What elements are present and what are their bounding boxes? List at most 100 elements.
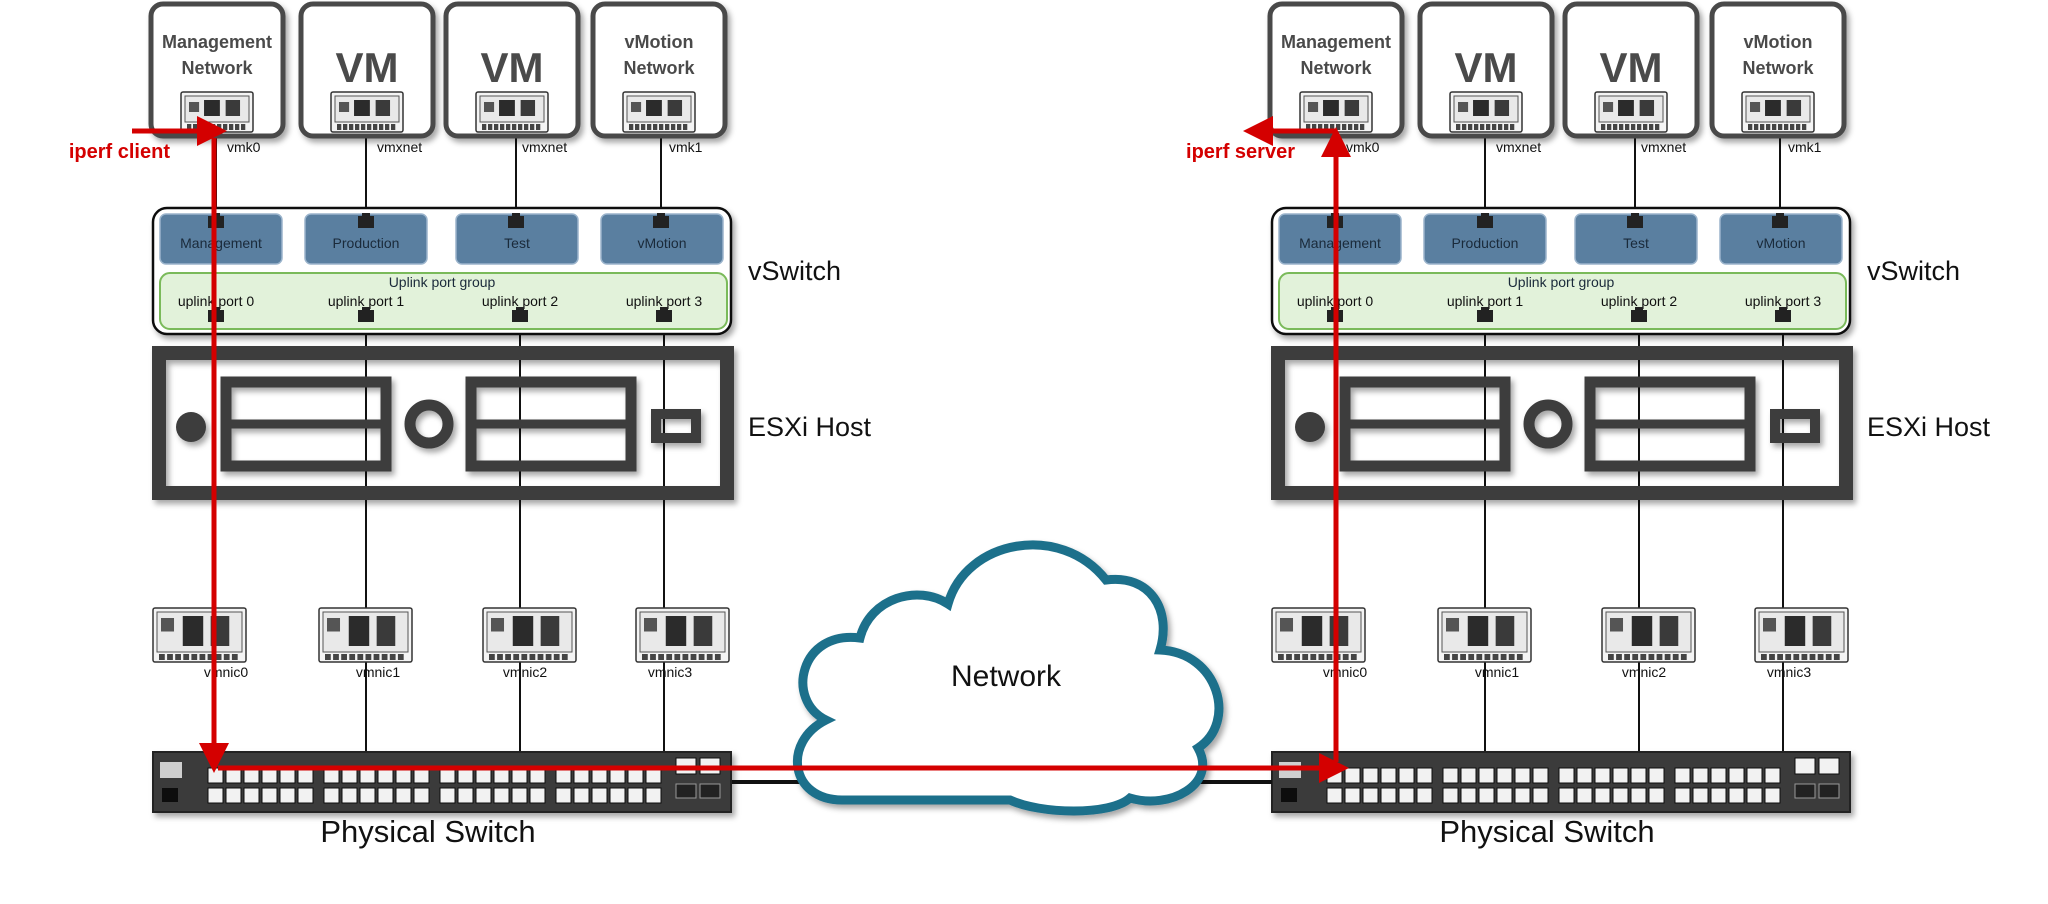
vmnic-label: vmnic2 bbox=[503, 664, 548, 680]
uplink-port-label: uplink port 1 bbox=[328, 293, 404, 309]
vswitch-label: vSwitch bbox=[1867, 256, 1960, 286]
uplink-port-icon bbox=[1477, 307, 1493, 322]
vmnic-icon bbox=[635, 607, 730, 663]
uplink-group-label: Uplink port group bbox=[389, 274, 496, 290]
vm-box-2: VM vmxnet bbox=[1417, 1, 1555, 155]
vnic-icon bbox=[1299, 91, 1373, 133]
vmnic-label: vmnic0 bbox=[1323, 664, 1368, 680]
switch-label: Physical Switch bbox=[1439, 814, 1654, 849]
port-icon bbox=[1772, 213, 1788, 228]
vm-box-2: VM vmxnet bbox=[298, 1, 436, 155]
vnic-icon bbox=[1594, 91, 1668, 133]
physical-switch bbox=[152, 751, 732, 813]
vmnic-icon bbox=[1601, 607, 1696, 663]
vmnic-label: vmnic3 bbox=[1767, 664, 1812, 680]
box-title: VM bbox=[1600, 44, 1663, 91]
vm-box-3: VM vmxnet bbox=[1562, 1, 1700, 155]
box-title-line1: Management bbox=[1281, 32, 1391, 52]
esxi-label: ESXi Host bbox=[1867, 412, 1991, 442]
vnic-label: vmxnet bbox=[522, 139, 567, 155]
uplink-port-icon bbox=[1775, 307, 1791, 322]
vnic-label: vmk0 bbox=[1346, 139, 1380, 155]
port-group-label: Production bbox=[333, 235, 400, 251]
iperf-label: iperf server bbox=[1186, 141, 1295, 163]
vmnic-icon bbox=[1437, 607, 1532, 663]
box-title-line2: Network bbox=[181, 58, 253, 78]
iperf-path bbox=[132, 116, 1351, 783]
vmnic-label: vmnic3 bbox=[648, 664, 693, 680]
uplink-port-icon bbox=[1631, 307, 1647, 322]
port-group-label: Production bbox=[1452, 235, 1519, 251]
vnic-label: vmxnet bbox=[1641, 139, 1686, 155]
vswitch-label: vSwitch bbox=[748, 256, 841, 286]
vnic-label: vmk0 bbox=[227, 139, 261, 155]
port-group-production: Production bbox=[304, 213, 428, 265]
port-group-label: vMotion bbox=[1756, 235, 1805, 251]
esxi-label: ESXi Host bbox=[748, 412, 872, 442]
vmnic-label: vmnic1 bbox=[356, 664, 401, 680]
vnic-icon bbox=[622, 91, 696, 133]
iperf-label: iperf client bbox=[69, 141, 170, 163]
port-group-label: vMotion bbox=[637, 235, 686, 251]
port-group-vmotion: vMotion bbox=[1719, 213, 1843, 265]
uplink-port-icon bbox=[358, 307, 374, 322]
port-group-label: Test bbox=[1623, 235, 1649, 251]
box-title-line1: Management bbox=[162, 32, 272, 52]
port-group-label: Test bbox=[504, 235, 530, 251]
vmnic-label: vmnic1 bbox=[1475, 664, 1520, 680]
port-group-management: Management bbox=[1278, 213, 1402, 265]
uplink-port-icon bbox=[656, 307, 672, 322]
port-group-management: Management bbox=[159, 213, 283, 265]
port-group-label: Management bbox=[180, 235, 262, 251]
vnic-label: vmxnet bbox=[1496, 139, 1541, 155]
vnic-icon bbox=[1741, 91, 1815, 133]
port-icon bbox=[508, 213, 524, 228]
vnic-label: vmk1 bbox=[1788, 139, 1822, 155]
port-group-test: Test bbox=[455, 213, 579, 265]
port-icon bbox=[653, 213, 669, 228]
vnic-label: vmxnet bbox=[377, 139, 422, 155]
vnic-icon bbox=[1449, 91, 1523, 133]
box-title: VM bbox=[481, 44, 544, 91]
box-title-line2: Network bbox=[1742, 58, 1814, 78]
box-title-line2: Network bbox=[1300, 58, 1372, 78]
uplink-group-label: Uplink port group bbox=[1508, 274, 1615, 290]
uplink-port-label: uplink port 3 bbox=[626, 293, 702, 309]
box-title-line1: vMotion bbox=[1744, 32, 1813, 52]
switch-label: Physical Switch bbox=[320, 814, 535, 849]
vmnic-label: vmnic0 bbox=[204, 664, 249, 680]
box-title-line1: vMotion bbox=[625, 32, 694, 52]
vmnic-label: vmnic2 bbox=[1622, 664, 1667, 680]
port-group-production: Production bbox=[1423, 213, 1547, 265]
vmnic-icon bbox=[318, 607, 413, 663]
cloud-label: Network bbox=[951, 660, 1062, 693]
vmnic-icon bbox=[1754, 607, 1849, 663]
esxi-host bbox=[152, 346, 734, 500]
esxi-host bbox=[1271, 346, 1853, 500]
vmnic-icon bbox=[1271, 607, 1366, 663]
box-title: VM bbox=[336, 44, 399, 91]
port-group-label: Management bbox=[1299, 235, 1381, 251]
port-icon bbox=[1627, 213, 1643, 228]
vmnic-icon bbox=[482, 607, 577, 663]
uplink-port-label: uplink port 1 bbox=[1447, 293, 1523, 309]
box-title-line2: Network bbox=[623, 58, 695, 78]
vmnic-icon bbox=[152, 607, 247, 663]
port-icon bbox=[1477, 213, 1493, 228]
host-left: ManagementNetworkvmk0VMvmxnetVMvmxnetvMo… bbox=[69, 1, 872, 849]
host-right: ManagementNetworkvmk0VMvmxnetVMvmxnetvMo… bbox=[1186, 1, 1991, 849]
vm-box-3: VM vmxnet bbox=[443, 1, 581, 155]
port-group-test: Test bbox=[1574, 213, 1698, 265]
uplink-port-label: uplink port 2 bbox=[482, 293, 558, 309]
uplink-port-label: uplink port 3 bbox=[1745, 293, 1821, 309]
box-title: VM bbox=[1455, 44, 1518, 91]
physical-switch bbox=[1271, 751, 1851, 813]
vnic-icon bbox=[330, 91, 404, 133]
port-icon bbox=[358, 213, 374, 228]
